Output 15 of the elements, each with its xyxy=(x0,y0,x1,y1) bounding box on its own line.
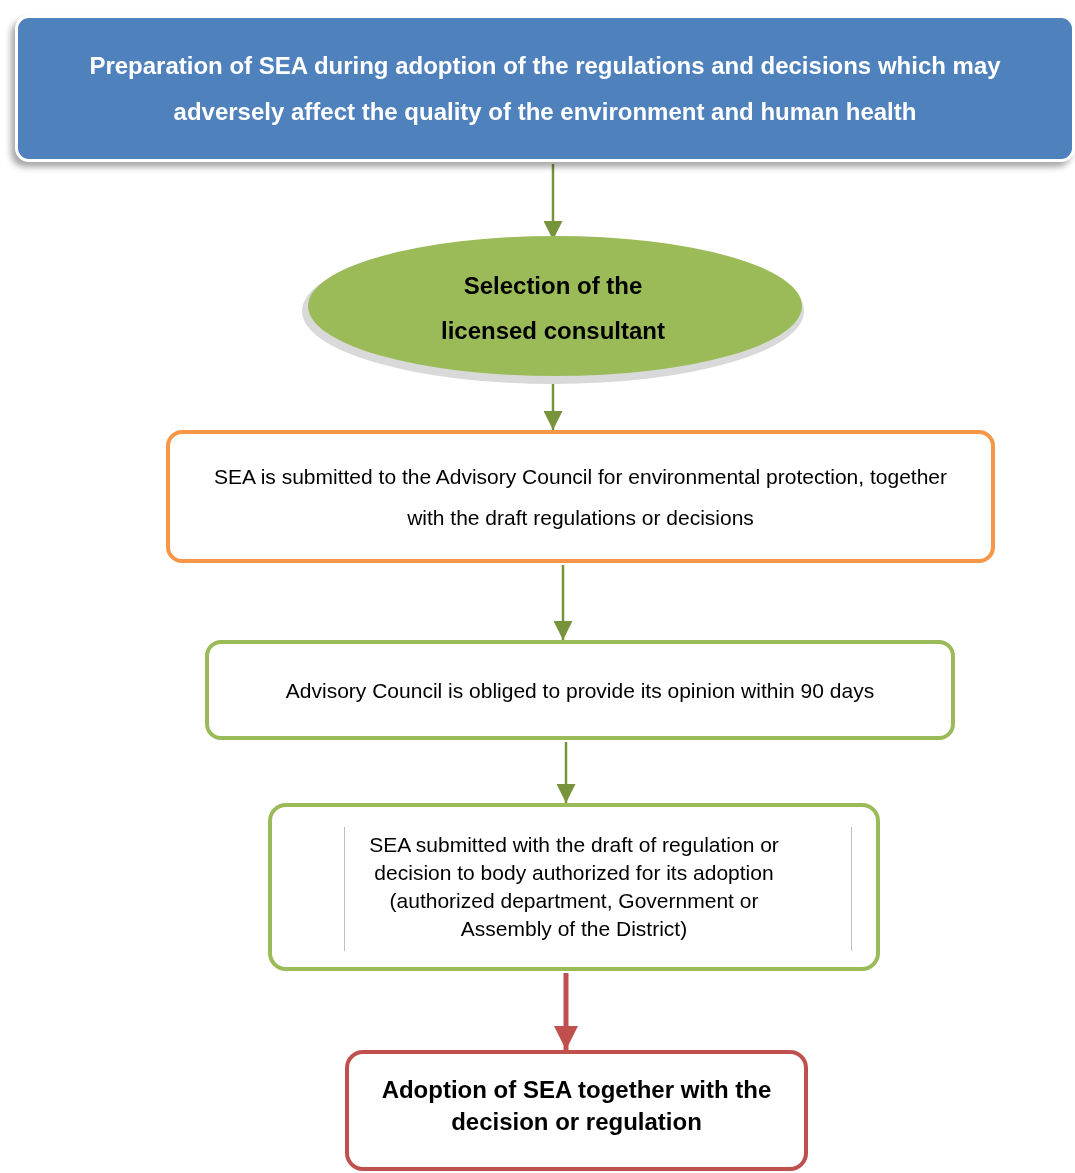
process-box xyxy=(268,803,880,971)
arrow xyxy=(553,565,573,640)
process-banner xyxy=(15,15,1075,162)
node-text: Advisory Council is obliged to provide its opinion within 90 days xyxy=(285,677,875,704)
node-text: Selection of the licensed consultant xyxy=(439,271,667,346)
node-text: Adoption of SEA together with the decision or regulation xyxy=(380,1075,773,1137)
process-box xyxy=(166,430,995,563)
node-text: Preparation of SEA during adoption of the regulations and decisions which may adversely affect the quality of the environment and human health xyxy=(88,50,1002,127)
arrow xyxy=(554,973,578,1050)
node-text: SEA submitted with the draft of regulation or decision to body authorized for its adoption (authorized department, Government or Assembly of the District) xyxy=(368,832,780,942)
node-text: SEA is submitted to the Advisory Council for environmental protection, together with the draft regulations or decisions xyxy=(212,463,949,531)
process-box xyxy=(205,640,955,740)
arrow xyxy=(556,742,576,803)
process-box xyxy=(345,1050,808,1171)
arrow xyxy=(543,381,563,430)
